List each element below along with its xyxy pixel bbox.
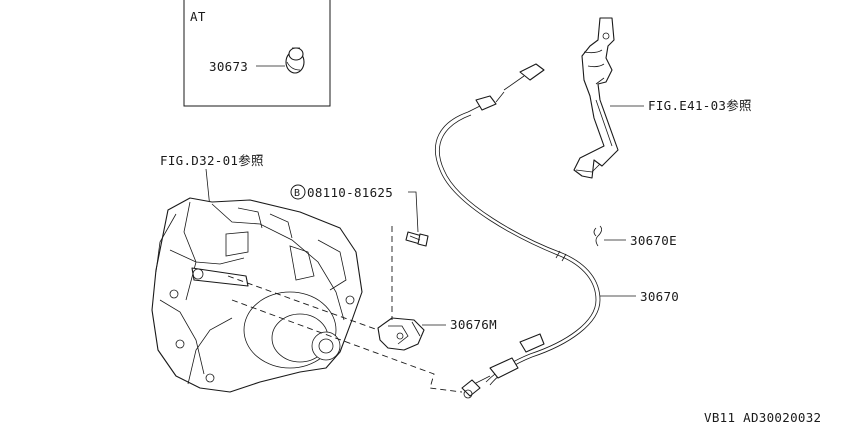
bolt-marker-circle: [290, 184, 306, 200]
bolt-part: [405, 231, 429, 247]
cable-end-30670e-part: [593, 225, 602, 247]
bracket-part-number: 30676M: [450, 317, 497, 332]
footer-code: VB11 AD30020032: [704, 410, 821, 425]
inset-label: AT: [190, 9, 206, 24]
at-part-number: 30673: [209, 59, 248, 74]
bracket-30676m-part: [377, 317, 425, 351]
bolt-part-number: 08110-81625: [307, 185, 393, 200]
bolt-marker-letter: B: [294, 188, 300, 199]
assembly-guide-lines: [227, 226, 463, 393]
cable-end-part-number: 30670E: [630, 233, 677, 248]
at-inset: AT 30673: [183, 0, 331, 107]
clutch-cable-part: [435, 63, 601, 399]
bolt-leader: [408, 191, 419, 233]
pedal-ref-label: FIG.E41-03参照: [648, 98, 752, 113]
transmission-ref-label: FIG.D32-01参照: [160, 153, 264, 168]
clutch-pedal-part: [573, 17, 619, 179]
cable-part-number: 30670: [640, 289, 679, 304]
clip-30673-part: [285, 47, 305, 74]
transmission-part: [151, 197, 363, 393]
